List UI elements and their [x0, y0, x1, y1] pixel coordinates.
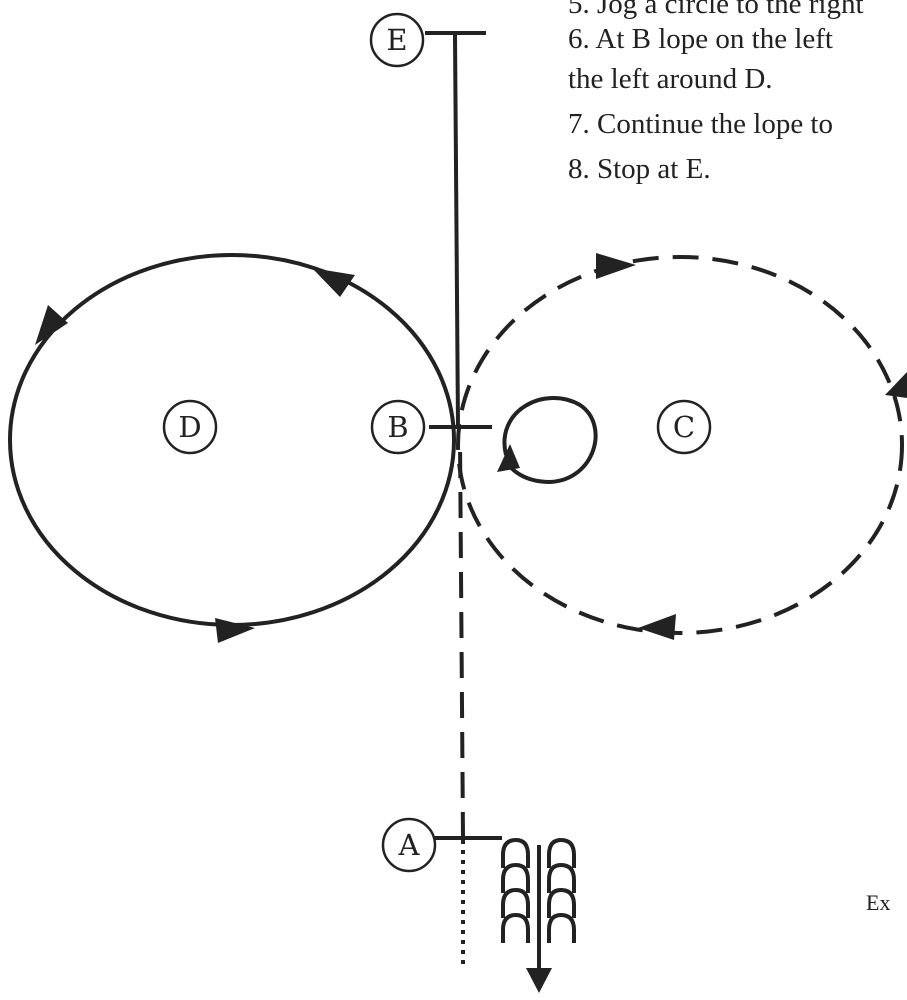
- marker-d: D: [162, 399, 218, 455]
- path-a-to-b: [458, 439, 465, 839]
- left-circle-arrow-left: [35, 305, 68, 345]
- marker-b: B: [370, 399, 426, 455]
- right-circle-arrow-right: [885, 372, 907, 398]
- right-circle-arrow-top: [596, 253, 636, 279]
- marker-a-label: A: [398, 828, 421, 862]
- right-circle-arrow-bottom: [638, 614, 676, 640]
- marker-e-label: E: [386, 23, 407, 57]
- marker-b-label: B: [387, 410, 408, 444]
- marker-a: A: [381, 817, 437, 873]
- marker-d-label: D: [178, 410, 201, 444]
- path-b-to-e: [453, 34, 460, 429]
- direction-arrow-head: [526, 968, 552, 993]
- jog-circle-arrow: [497, 444, 520, 472]
- marker-c-label: C: [673, 410, 695, 444]
- hoof-prints: [501, 837, 576, 943]
- marker-e: E: [369, 12, 425, 68]
- jog-circle-path: [502, 396, 598, 485]
- marker-c: C: [656, 399, 712, 455]
- left-circle-arrow-top: [312, 268, 355, 297]
- left-circle-arrow-bottom: [215, 618, 255, 643]
- right-circle-path: [456, 255, 904, 635]
